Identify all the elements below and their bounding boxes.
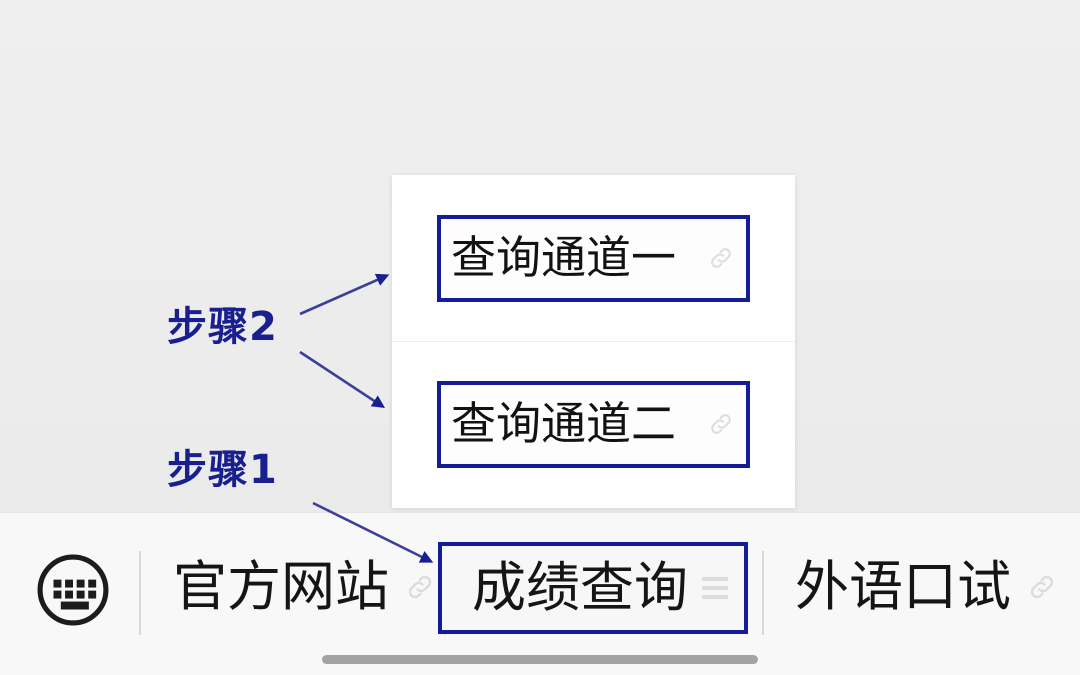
link-icon xyxy=(1025,570,1059,604)
tab-score-query-label: 成绩查询 xyxy=(472,558,688,618)
tab-oral-foreign-language[interactable]: 外语口试 xyxy=(795,560,1059,614)
arrow-step2-to-channel1 xyxy=(299,273,390,316)
tab-oral-foreign-language-label: 外语口试 xyxy=(795,557,1011,617)
query-channel-popup: 查询通道一 查询通道二 xyxy=(392,175,795,508)
bar-divider xyxy=(139,551,141,635)
query-channel-2-label: 查询通道二 xyxy=(451,398,677,449)
horizontal-scrollbar[interactable] xyxy=(322,655,758,664)
popup-row: 查询通道一 xyxy=(392,175,795,341)
query-channel-1-button[interactable]: 查询通道一 xyxy=(437,214,750,302)
bar-divider xyxy=(762,551,764,635)
link-icon xyxy=(706,409,736,439)
keyboard-icon xyxy=(34,551,112,634)
query-channel-1-label: 查询通道一 xyxy=(451,232,677,283)
annotation-step-1-label: 步骤1 xyxy=(167,447,278,493)
link-icon xyxy=(706,243,736,273)
popup-row: 查询通道二 xyxy=(392,341,795,507)
tab-score-query[interactable]: 成绩查询 xyxy=(438,542,748,634)
link-icon xyxy=(403,570,437,604)
list-menu-icon xyxy=(702,572,728,604)
annotation-step-2-label: 步骤2 xyxy=(167,304,278,350)
arrow-step2-to-channel2 xyxy=(299,350,386,409)
tab-official-website[interactable]: 官方网站 xyxy=(173,560,437,614)
keyboard-button[interactable] xyxy=(33,552,113,632)
tab-official-website-label: 官方网站 xyxy=(173,557,389,617)
query-channel-2-button[interactable]: 查询通道二 xyxy=(437,380,750,468)
